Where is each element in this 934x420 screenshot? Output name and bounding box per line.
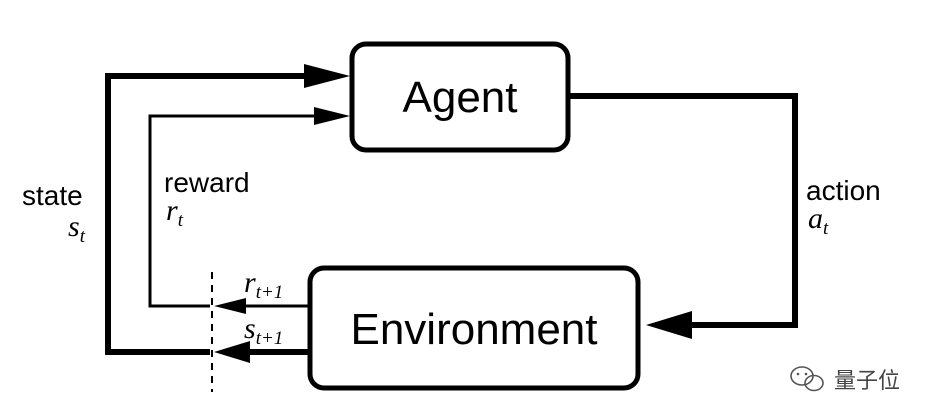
action-line	[568, 93, 798, 328]
environment-box	[307, 265, 641, 391]
state-arrowhead	[304, 64, 350, 88]
next-state-symbol: st+1	[244, 312, 283, 349]
reward-symbol: rt	[166, 194, 184, 231]
reward-arrowhead	[314, 107, 350, 125]
action-label: action	[806, 175, 881, 206]
agent-label: Agent	[403, 73, 518, 122]
state-symbol: st	[68, 210, 86, 247]
wechat-icon	[790, 366, 824, 392]
next-reward-arrowhead	[214, 298, 246, 314]
reward-label: reward	[164, 167, 250, 198]
state-line	[105, 73, 312, 355]
action-arrowhead	[646, 311, 692, 339]
watermark-text: 量子位	[834, 369, 900, 394]
next-state-arrowhead	[214, 341, 250, 363]
action-symbol: at	[808, 202, 829, 239]
next-reward-symbol: rt+1	[244, 266, 283, 303]
reward-line	[148, 114, 318, 308]
watermark: 量子位	[790, 366, 900, 394]
environment-label: Environment	[350, 305, 597, 354]
state-label: state	[22, 180, 83, 211]
